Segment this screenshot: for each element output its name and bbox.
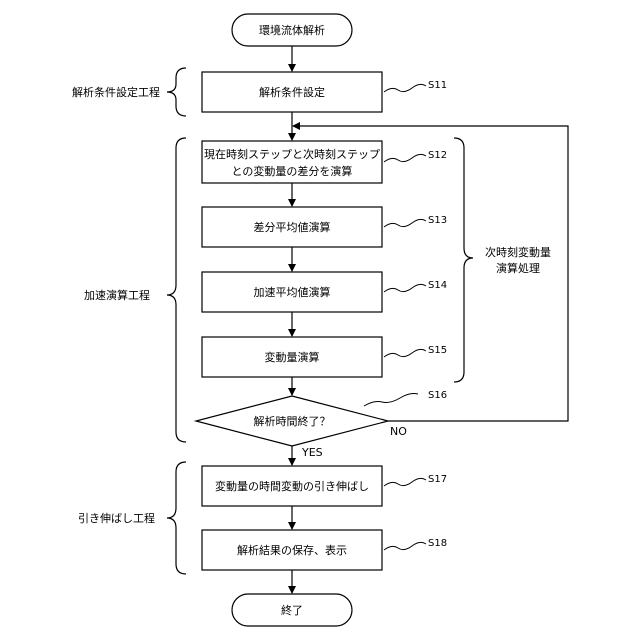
step-id-s18: S18 bbox=[428, 538, 447, 549]
decision-s16: 解析時間終了？ bbox=[196, 396, 388, 446]
brace-stretch bbox=[167, 462, 186, 574]
step-s12-label-line1: 現在時刻ステップと次時刻ステップ bbox=[204, 147, 380, 161]
decision-no-label: NO bbox=[390, 425, 407, 438]
step-s17: 変動量の時間変動の引き伸ばし bbox=[202, 466, 382, 506]
brace-analysis-setup bbox=[167, 68, 186, 116]
step-s18-label: 解析結果の保存、表示 bbox=[237, 543, 347, 557]
step-s18: 解析結果の保存、表示 bbox=[202, 530, 382, 570]
step-s17-label: 変動量の時間変動の引き伸ばし bbox=[215, 479, 369, 493]
start-terminal: 環境流体解析 bbox=[232, 14, 352, 46]
squiggle-s13 bbox=[384, 219, 426, 227]
step-id-s13: S13 bbox=[428, 215, 447, 226]
connectors bbox=[292, 46, 568, 593]
squiggle-s11 bbox=[384, 84, 426, 92]
step-id-s11: S11 bbox=[428, 80, 447, 91]
step-s15: 変動量演算 bbox=[202, 337, 382, 377]
step-id-s17: S17 bbox=[428, 474, 447, 485]
step-s11: 解析条件設定 bbox=[202, 72, 382, 112]
squiggle-s16 bbox=[364, 394, 418, 407]
squiggle-s12 bbox=[384, 154, 426, 162]
phase-next-time-change-line2: 演算処理 bbox=[496, 261, 540, 275]
squiggle-s15 bbox=[384, 349, 426, 357]
phase-analysis-setup: 解析条件設定工程 bbox=[72, 85, 160, 99]
squiggle-s18 bbox=[384, 542, 426, 550]
brace-next-time-change bbox=[454, 138, 473, 382]
step-id-s12: S12 bbox=[428, 150, 447, 161]
phase-acceleration: 加速演算工程 bbox=[84, 288, 150, 302]
step-id-s15: S15 bbox=[428, 345, 447, 356]
left-braces bbox=[167, 68, 186, 574]
step-s13: 差分平均値演算 bbox=[202, 207, 382, 247]
phase-next-time-change-line1: 次時刻変動量 bbox=[485, 245, 551, 259]
step-s12: 現在時刻ステップと次時刻ステップ との変動量の差分を演算 bbox=[202, 141, 382, 183]
brace-acceleration bbox=[167, 138, 186, 442]
step-s13-label: 差分平均値演算 bbox=[254, 220, 331, 234]
step-s12-label-line2: との変動量の差分を演算 bbox=[232, 164, 353, 178]
squiggle-s17 bbox=[384, 478, 426, 486]
step-id-s16: S16 bbox=[428, 390, 447, 401]
squiggle-s14 bbox=[384, 284, 426, 292]
phase-stretch: 引き伸ばし工程 bbox=[78, 511, 155, 525]
step-s14-label: 加速平均値演算 bbox=[254, 285, 331, 299]
decision-s16-label: 解析時間終了？ bbox=[254, 414, 331, 428]
end-label: 終了 bbox=[281, 603, 303, 617]
start-label: 環境流体解析 bbox=[259, 23, 325, 37]
step-s15-label: 変動量演算 bbox=[265, 350, 320, 364]
step-s11-label: 解析条件設定 bbox=[259, 85, 325, 99]
step-id-s14: S14 bbox=[428, 280, 447, 291]
end-terminal: 終了 bbox=[232, 594, 352, 626]
decision-yes-label: YES bbox=[301, 446, 323, 459]
step-s14: 加速平均値演算 bbox=[202, 272, 382, 312]
